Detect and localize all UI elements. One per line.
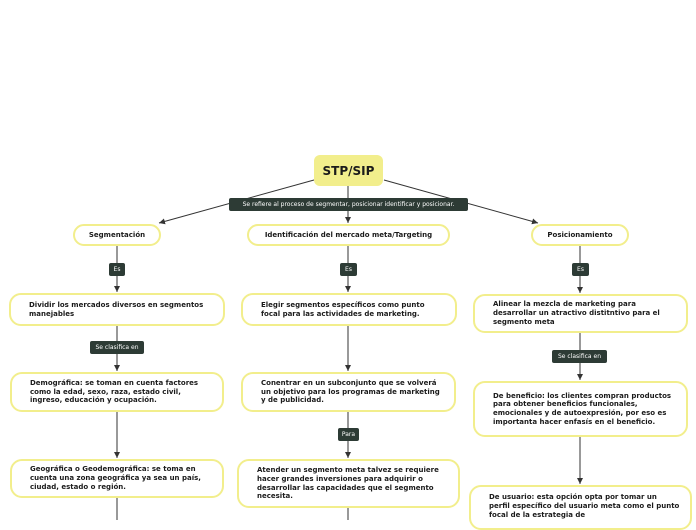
node-seg-demografica[interactable]: Demográfica: se toman en cuenta factores… bbox=[10, 372, 224, 412]
link-label-seg-clasifica: Se clasifica en bbox=[90, 341, 144, 354]
node-pos-usuario[interactable]: De usuario: esta opción opta por tomar u… bbox=[469, 485, 692, 530]
root-topic[interactable]: STP/SIP bbox=[314, 155, 383, 186]
topic-targeting[interactable]: Identificación del mercado meta/Targetin… bbox=[247, 224, 450, 246]
node-text: Alinear la mezcla de marketing para desa… bbox=[493, 300, 660, 326]
topic-segmentacion[interactable]: Segmentación bbox=[73, 224, 161, 246]
node-pos-definition[interactable]: Alinear la mezcla de marketing para desa… bbox=[473, 294, 688, 333]
node-seg-definition[interactable]: Dividir los mercados diversos en segment… bbox=[9, 293, 225, 326]
node-seg-geografica[interactable]: Geográfica o Geodemográfica: se toma en … bbox=[10, 459, 224, 498]
node-text: Conentrar en un subconjunto que se volve… bbox=[261, 378, 440, 405]
link-label-tgt-para: Para bbox=[338, 428, 359, 441]
node-text: Elegir segmentos específicos como punto … bbox=[261, 300, 425, 318]
node-text: Demográfica: se toman en cuenta factores… bbox=[30, 378, 199, 405]
link-label-tgt-es: Es bbox=[340, 263, 357, 276]
node-text: Atender un segmento meta talvez se requi… bbox=[257, 466, 439, 501]
node-pos-beneficio[interactable]: De beneficio: los clientes compran produ… bbox=[473, 381, 688, 437]
link-label-pos-clasifica: Se clasifica en bbox=[552, 350, 607, 363]
node-text: Dividir los mercados diversos en segment… bbox=[29, 300, 204, 318]
link-label-pos-es: Es bbox=[572, 263, 589, 276]
node-tgt-definition[interactable]: Elegir segmentos específicos como punto … bbox=[241, 293, 457, 326]
topic-posicionamiento[interactable]: Posicionamiento bbox=[531, 224, 629, 246]
node-text: De usuario: esta opción opta por tomar u… bbox=[489, 493, 680, 519]
link-label-seg-es: Es bbox=[109, 263, 125, 276]
root-link-label: Se refiere al proceso de segmentar, posi… bbox=[229, 198, 468, 211]
node-tgt-concentrar[interactable]: Conentrar en un subconjunto que se volve… bbox=[241, 372, 456, 412]
node-text: Geográfica o Geodemográfica: se toma en … bbox=[30, 465, 201, 491]
node-tgt-atender[interactable]: Atender un segmento meta talvez se requi… bbox=[237, 459, 460, 508]
node-text: De beneficio: los clientes compran produ… bbox=[493, 391, 672, 426]
